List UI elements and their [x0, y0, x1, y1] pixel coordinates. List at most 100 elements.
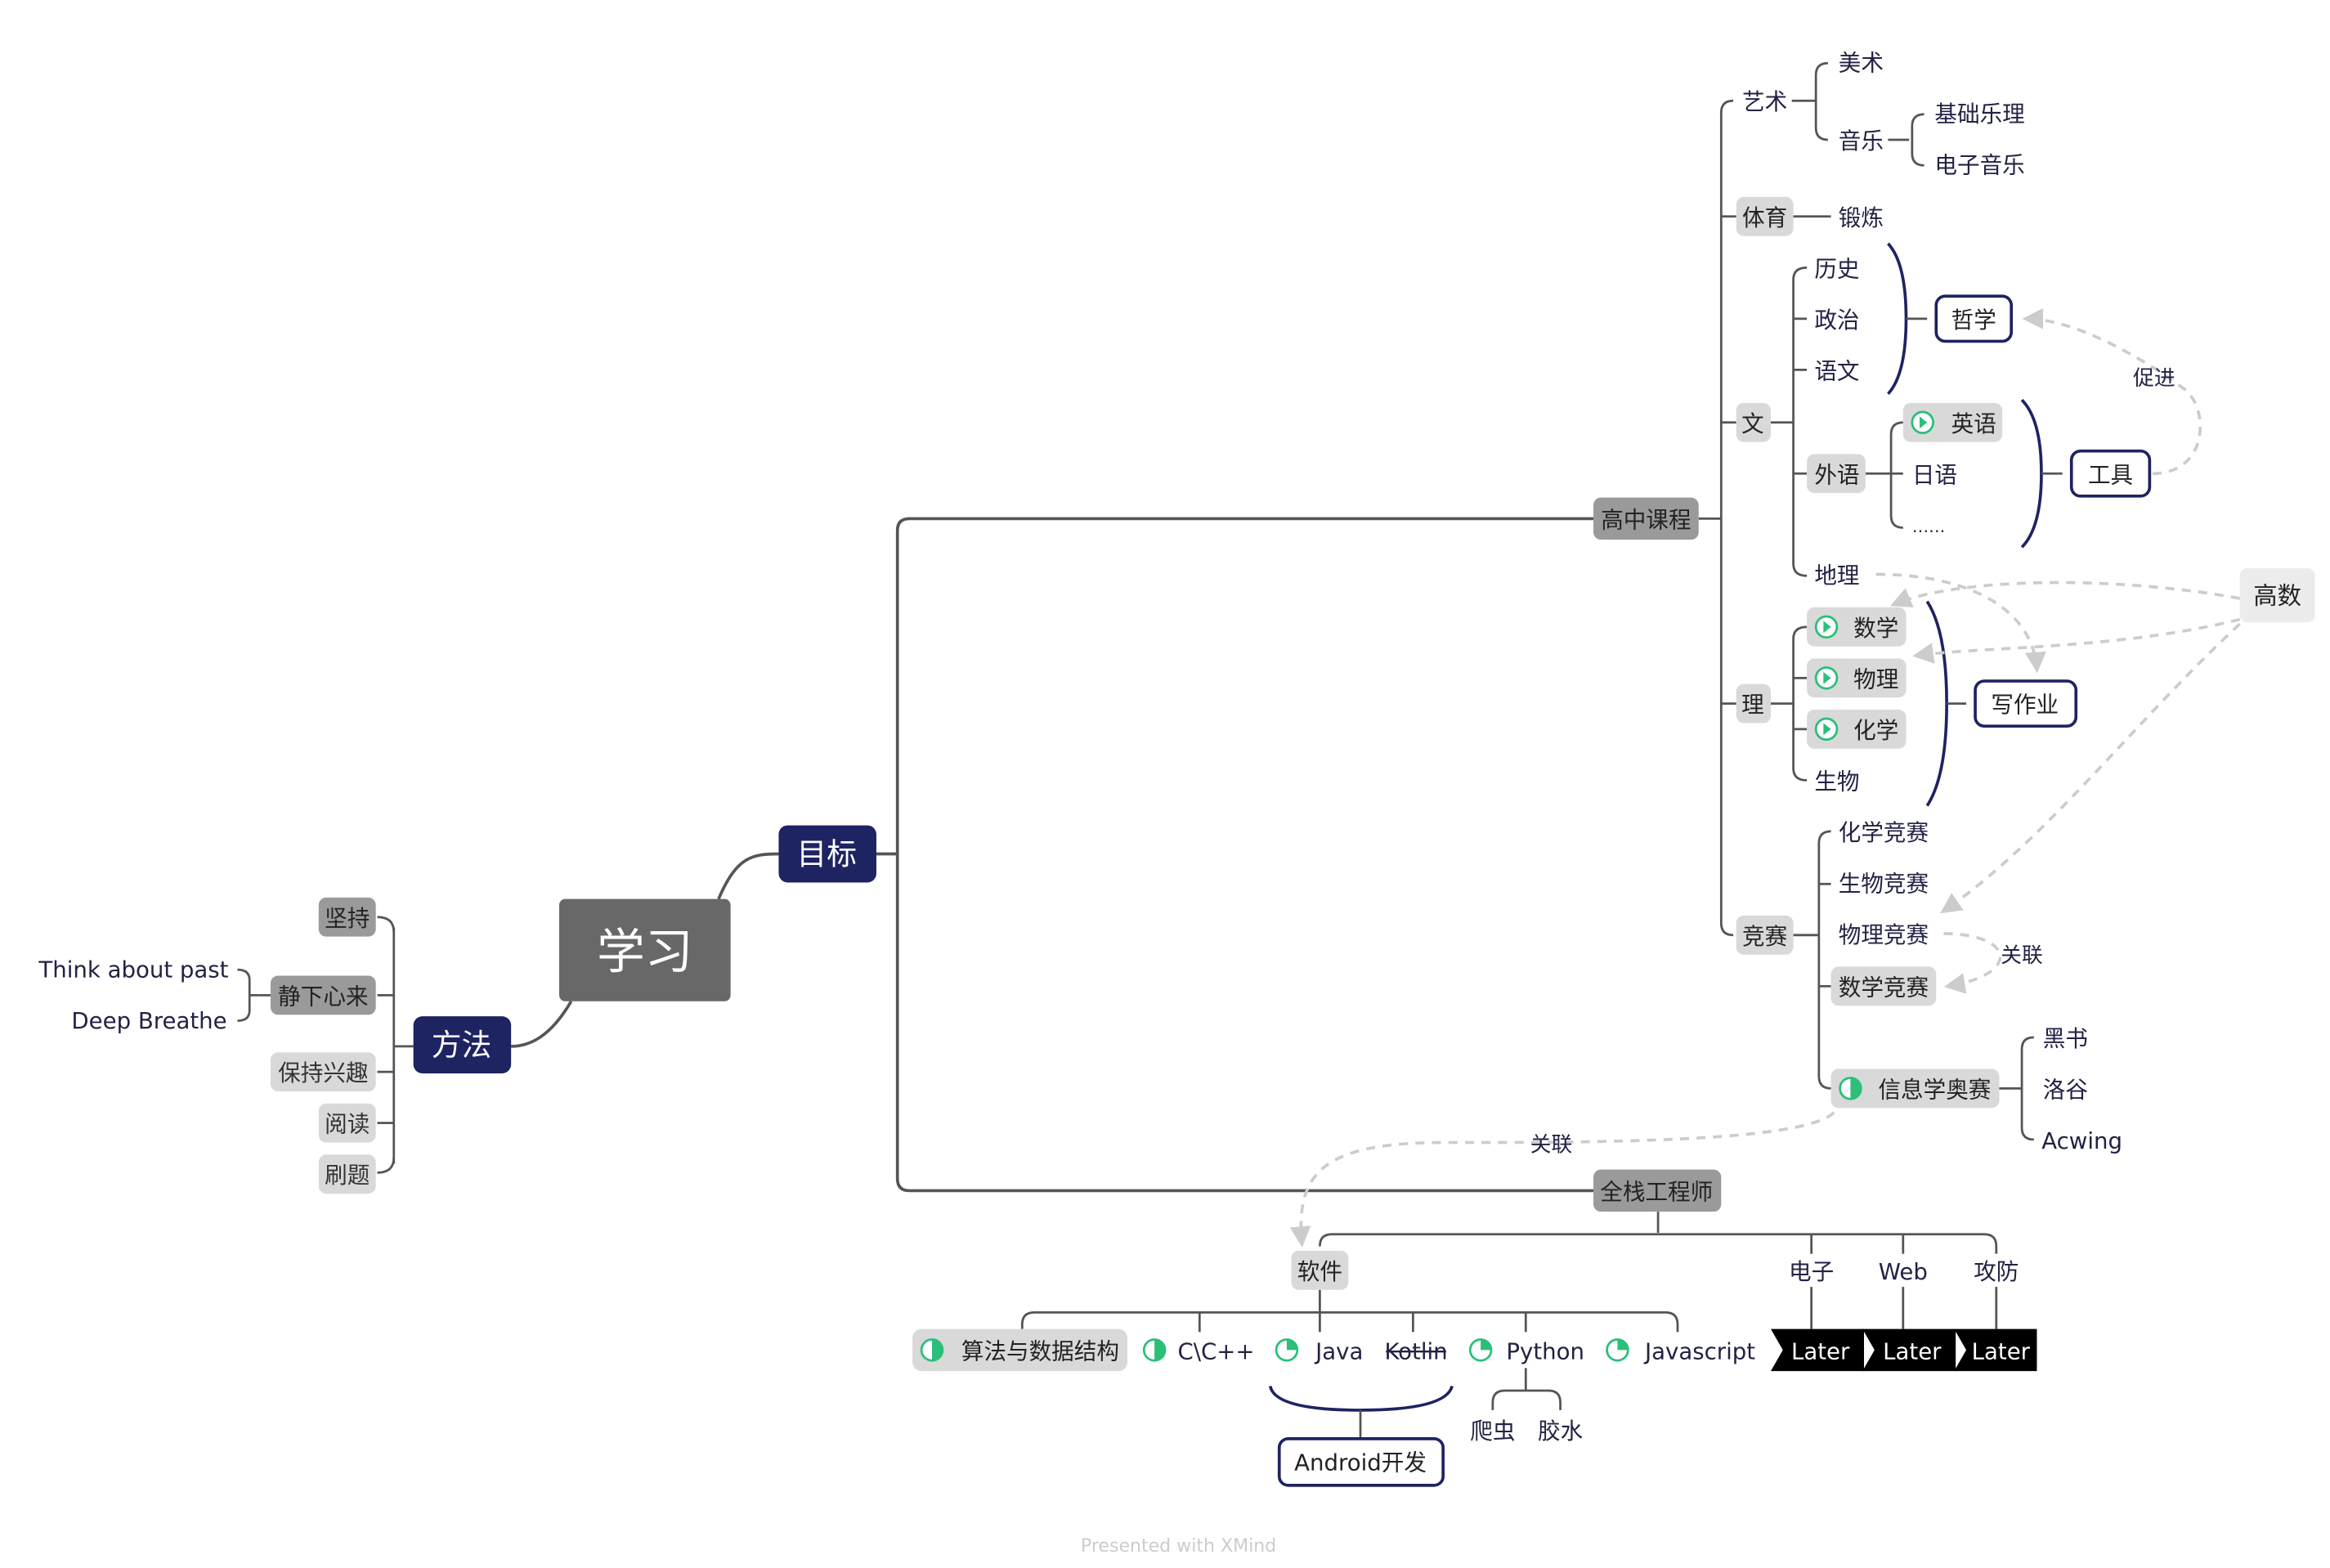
crawler-topic[interactable]: 爬虫 [1470, 1418, 1515, 1445]
java-topic[interactable]: Java [1275, 1337, 1363, 1364]
music-theory-topic[interactable]: 基础乐理 [1934, 101, 2024, 128]
relations [1289, 307, 2241, 1248]
politics-topic[interactable]: 政治 [1814, 307, 1859, 334]
software-topic[interactable]: 软件 [1291, 1250, 1349, 1290]
luogu-topic[interactable]: 洛谷 [2043, 1076, 2088, 1103]
connectors [511, 517, 1594, 1193]
method-topic[interactable]: 方法 [413, 1016, 512, 1073]
art-topic[interactable]: 艺术 [1742, 88, 1787, 115]
svg-text:Later: Later [1972, 1337, 2031, 1364]
central-topic[interactable]: 学习 [559, 898, 731, 1001]
philosophy-summary[interactable]: 哲学 [1934, 294, 2014, 343]
svg-text:Java: Java [1314, 1337, 1363, 1364]
black-book-topic[interactable]: 黑书 [2043, 1025, 2088, 1052]
exercise-topic[interactable]: 锻炼 [1839, 204, 1884, 231]
method-item-calm[interactable]: 静下心来 [270, 975, 376, 1015]
geography-topic[interactable]: 地理 [1814, 562, 1859, 589]
tools-summary[interactable]: 工具 [2069, 449, 2152, 498]
svg-text:Javascript: Javascript [1643, 1337, 1755, 1364]
svg-text:化学: 化学 [1853, 717, 1898, 744]
web-topic[interactable]: Web [1879, 1258, 1928, 1285]
svg-text:全栈工程师: 全栈工程师 [1600, 1178, 1713, 1205]
fine-art-topic[interactable]: 美术 [1839, 49, 1884, 76]
foreign-topic[interactable]: 外语 [1807, 454, 1866, 494]
comp-bio-topic[interactable]: 生物竞赛 [1839, 870, 1929, 897]
footer-watermark: Presented with XMind [1081, 1536, 1276, 1557]
biology-topic[interactable]: 生物 [1814, 768, 1859, 795]
kotlin-topic[interactable]: Kotlin [1384, 1337, 1447, 1364]
math-topic[interactable]: 数学 [1807, 607, 1907, 647]
homework-summary[interactable]: 写作业 [1974, 679, 2078, 728]
science-topic[interactable]: 理 [1736, 683, 1771, 724]
goal-topic[interactable]: 目标 [778, 825, 876, 883]
android-summary[interactable]: Android开发 [1277, 1437, 1445, 1487]
chemistry-topic[interactable]: 化学 [1807, 709, 1907, 749]
svg-text:算法与数据结构: 算法与数据结构 [961, 1337, 1119, 1364]
high-school-topic[interactable]: 高中课程 [1593, 497, 1699, 540]
svg-text:数学竞赛: 数学竞赛 [1839, 974, 1929, 1001]
physics-topic[interactable]: 物理 [1807, 658, 1907, 698]
competition-topic[interactable]: 竞赛 [1736, 915, 1794, 955]
svg-text:数学: 数学 [1853, 615, 1898, 642]
comp-math-topic[interactable]: 数学竞赛 [1830, 966, 1937, 1006]
comp-chem-topic[interactable]: 化学竞赛 [1839, 819, 1929, 846]
svg-text:目标: 目标 [797, 836, 858, 871]
svg-text:理: 理 [1741, 692, 1764, 719]
fullstack-topic[interactable]: 全栈工程师 [1593, 1169, 1722, 1212]
javascript-topic[interactable]: Javascript [1606, 1337, 1756, 1364]
japanese-topic[interactable]: 日语 [1912, 461, 1957, 488]
svg-text:外语: 外语 [1814, 461, 1859, 488]
svg-text:竞赛: 竞赛 [1742, 923, 1787, 950]
svg-text:方法: 方法 [432, 1028, 492, 1063]
electronic-music-topic[interactable]: 电子音乐 [1934, 151, 2024, 178]
svg-text:静下心来: 静下心来 [278, 983, 368, 1010]
later-tag-web[interactable]: Later [1862, 1328, 1956, 1372]
python-topic[interactable]: Python [1468, 1337, 1584, 1364]
svg-text:Later: Later [1791, 1337, 1850, 1364]
method-item-practice[interactable]: 刷题 [318, 1154, 376, 1194]
history-topic[interactable]: 历史 [1814, 255, 1859, 282]
calm-item-breathe[interactable]: Deep Breathe [71, 1007, 226, 1034]
acwing-topic[interactable]: Acwing [2041, 1127, 2122, 1154]
svg-text:阅读: 阅读 [325, 1111, 370, 1138]
pe-topic[interactable]: 体育 [1736, 196, 1794, 236]
comp-phys-topic[interactable]: 物理竞赛 [1839, 921, 1929, 948]
svg-text:软件: 软件 [1297, 1258, 1342, 1285]
method-item-interest[interactable]: 保持兴趣 [270, 1052, 376, 1092]
english-topic[interactable]: 英语 [1902, 402, 2003, 442]
later-tag-security[interactable]: Later [1954, 1328, 2037, 1372]
svg-text:物理: 物理 [1853, 665, 1898, 692]
security-topic[interactable]: 攻防 [1974, 1258, 2019, 1285]
svg-text:文: 文 [1741, 410, 1764, 437]
thin-connectors [237, 61, 2063, 1438]
method-item-read[interactable]: 阅读 [318, 1103, 376, 1143]
svg-text:写作业: 写作业 [1991, 692, 2059, 719]
olympiad-topic[interactable]: 信息学奥赛 [1830, 1068, 2000, 1109]
relation-label-promote[interactable]: 促进 [2133, 366, 2175, 391]
svg-text:学习: 学习 [597, 923, 693, 979]
glue-topic[interactable]: 胶水 [1538, 1418, 1583, 1445]
svg-text:C\C++: C\C++ [1178, 1337, 1255, 1364]
ellipsis-topic[interactable]: …… [1912, 517, 1945, 536]
chinese-topic[interactable]: 语文 [1814, 357, 1859, 384]
svg-text:保持兴趣: 保持兴趣 [278, 1060, 368, 1086]
svg-text:英语: 英语 [1951, 410, 1996, 437]
method-item-persist[interactable]: 坚持 [318, 897, 376, 937]
cpp-topic[interactable]: C\C++ [1142, 1337, 1255, 1364]
svg-text:刷题: 刷题 [325, 1162, 370, 1189]
svg-text:高中课程: 高中课程 [1601, 506, 1691, 533]
svg-text:信息学奥赛: 信息学奥赛 [1878, 1076, 1991, 1103]
relation-label-link1[interactable]: 关联 [2001, 943, 2042, 968]
electronics-topic[interactable]: 电子 [1789, 1258, 1834, 1285]
algo-topic[interactable]: 算法与数据结构 [912, 1328, 1128, 1372]
advanced-math-topic[interactable]: 高数 [2239, 568, 2315, 623]
later-tag-electronics[interactable]: Later [1771, 1328, 1864, 1372]
svg-text:工具: 工具 [2088, 461, 2133, 488]
svg-text:哲学: 哲学 [1951, 307, 1996, 334]
svg-text:坚持: 坚持 [325, 905, 370, 932]
liberal-topic[interactable]: 文 [1736, 402, 1771, 442]
calm-item-think[interactable]: Think about past [38, 956, 228, 983]
svg-text:体育: 体育 [1742, 204, 1787, 231]
music-topic[interactable]: 音乐 [1839, 128, 1884, 155]
relation-label-link2[interactable]: 关联 [1530, 1133, 1572, 1158]
